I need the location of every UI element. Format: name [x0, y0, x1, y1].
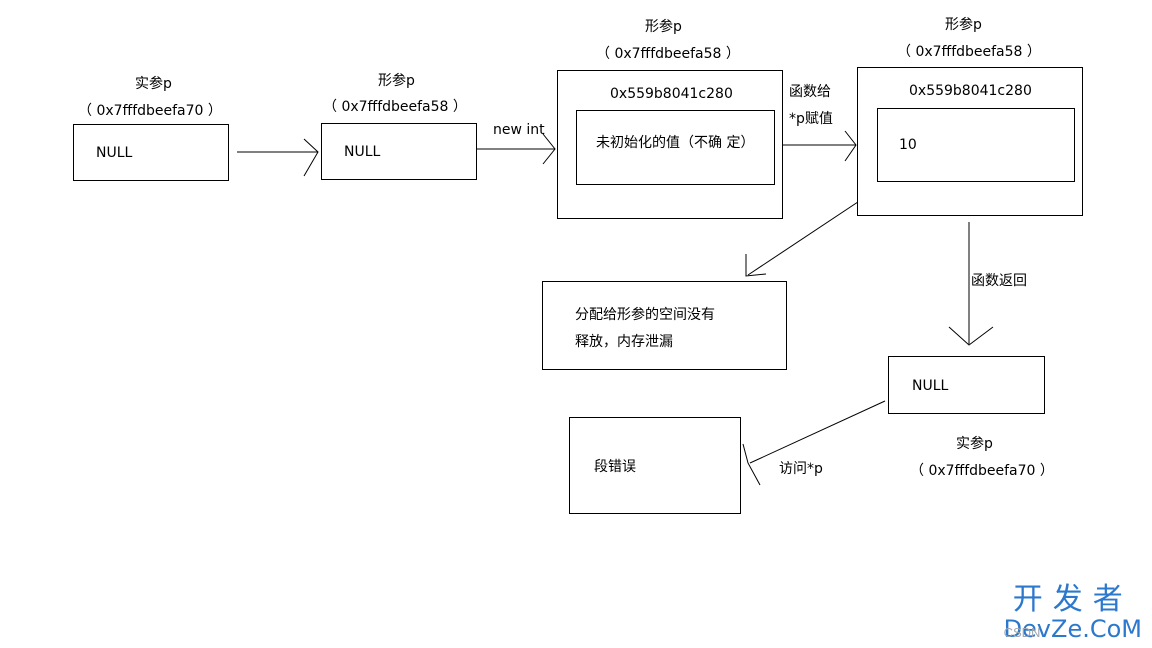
- formal-p-3-heap-value: 10: [899, 137, 917, 153]
- returned-p-title: 实参p: [956, 436, 993, 452]
- edge-label-func-assign-1: 函数给: [789, 84, 831, 100]
- watermark-faint: CSDN: [1003, 625, 1041, 640]
- formal-p-3-heap-box: 10: [877, 108, 1075, 182]
- formal-p-1-title: 形参p: [378, 73, 415, 89]
- formal-p-1-box: NULL: [321, 123, 477, 180]
- arrow-actual-to-formal: [237, 138, 319, 177]
- arrow-func-return: [948, 222, 994, 346]
- formal-p-2-title: 形参p: [645, 19, 682, 35]
- edge-label-new-int: new int: [493, 122, 545, 138]
- formal-p-2-heap-box: 未初始化的值（不确 定）: [576, 110, 775, 185]
- leak-note-line-1: 分配给形参的空间没有: [575, 307, 715, 323]
- arrow-func-assign: [782, 130, 857, 162]
- watermark-en: DevZe.CoM: [1003, 615, 1142, 643]
- formal-p-3-box: 0x559b8041c280 10: [857, 67, 1083, 216]
- actual-p-title: 实参p: [135, 76, 172, 92]
- formal-p-3-title: 形参p: [945, 17, 982, 33]
- formal-p-1-value: NULL: [344, 144, 381, 160]
- leak-note-line-2: 释放，内存泄漏: [575, 334, 673, 350]
- actual-p-box: NULL: [73, 124, 229, 181]
- formal-p-2-address: （ 0x7fffdbeefa58 ）: [596, 46, 740, 62]
- edge-label-func-return: 函数返回: [971, 273, 1027, 289]
- segfault-value: 段错误: [594, 459, 636, 475]
- arrow-new-int: [477, 133, 556, 165]
- edge-label-func-assign-2: *p赋值: [789, 111, 833, 127]
- actual-p-value: NULL: [96, 145, 133, 161]
- leak-note-box: 分配给形参的空间没有 释放，内存泄漏: [542, 281, 787, 370]
- formal-p-2-heap-value: 未初始化的值（不确 定）: [596, 135, 755, 151]
- formal-p-2-box: 0x559b8041c280 未初始化的值（不确 定）: [557, 70, 783, 219]
- returned-p-address: （ 0x7fffdbeefa70 ）: [910, 463, 1054, 479]
- returned-p-box: NULL: [888, 356, 1045, 414]
- segfault-box: 段错误: [569, 417, 741, 514]
- watermark: 开发者 DevZe.CoM CSDN: [1003, 582, 1142, 643]
- actual-p-address: （ 0x7fffdbeefa70 ）: [78, 103, 222, 119]
- returned-p-value: NULL: [912, 378, 949, 394]
- edge-label-access-p: 访问*p: [779, 461, 823, 477]
- watermark-cn: 开发者: [1012, 582, 1133, 617]
- arrow-access-p: [742, 400, 886, 486]
- formal-p-3-heap-address: 0x559b8041c280: [909, 83, 1032, 99]
- formal-p-3-address: （ 0x7fffdbeefa58 ）: [897, 44, 1041, 60]
- formal-p-2-heap-address: 0x559b8041c280: [610, 86, 733, 102]
- formal-p-1-address: （ 0x7fffdbeefa58 ）: [323, 99, 467, 115]
